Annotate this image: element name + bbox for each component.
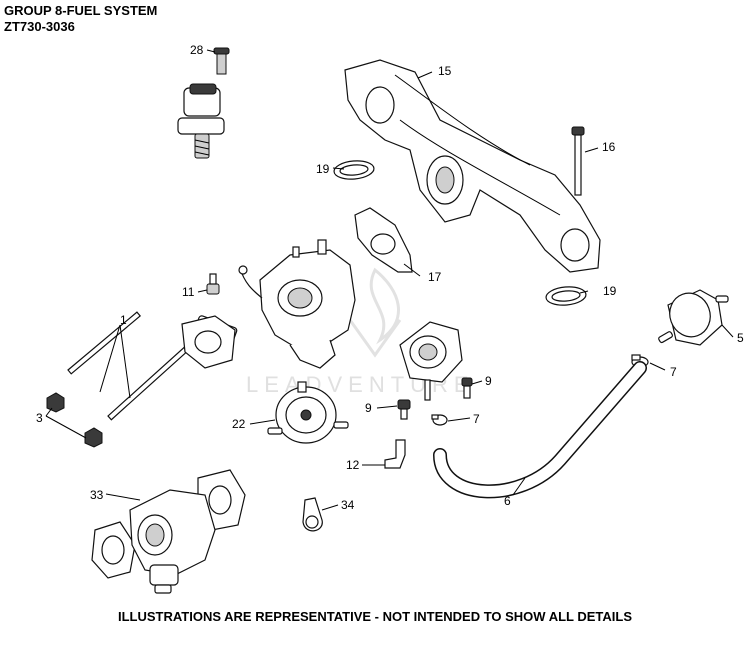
callout-16: 16 [602,140,616,154]
callout-6: 6 [504,494,511,508]
part-9-bolt-upper[interactable] [461,377,473,399]
part-17-gasket[interactable] [354,207,413,273]
part-33-carburetor-assembly[interactable] [91,469,246,594]
callout-19-lower: 19 [603,284,617,298]
callout-28: 28 [190,43,204,57]
part-11-fitting[interactable] [206,273,220,295]
carburetor-upper[interactable] [238,239,356,369]
part-16-manifold-bolt[interactable] [571,126,585,196]
part-28-air-valve[interactable] [177,47,230,159]
part-34-clip[interactable] [302,497,323,532]
part-15-intake-manifold[interactable] [344,59,601,273]
callout-34: 34 [341,498,355,512]
callout-12: 12 [346,458,360,472]
callout-15: 15 [438,64,452,78]
carburetor-flange-gasket[interactable] [181,315,236,369]
callout-5: 5 [737,331,744,345]
callout-19-upper: 19 [316,162,330,176]
part-9-bolt-lower[interactable] [397,399,411,420]
part-19-gasket-upper[interactable] [333,159,375,180]
part-3-nuts[interactable] [46,392,103,448]
part-22-fuel-pump[interactable] [267,381,349,444]
fuel-shutoff-bracket[interactable] [399,321,463,401]
callout-9-upper: 9 [485,374,492,388]
part-5-fuel-filter[interactable] [658,287,729,346]
callout-3: 3 [36,411,43,425]
callout-7-upper: 7 [670,365,677,379]
callout-33: 33 [90,488,104,502]
disclaimer-note: ILLUSTRATIONS ARE REPRESENTATIVE - NOT I… [118,609,632,624]
part-19-gasket-lower[interactable] [545,285,587,306]
part-6-fuel-hose[interactable] [433,361,647,499]
diagram-model-number: ZT730-3036 [4,19,75,34]
callout-22: 22 [232,417,246,431]
part-12-fitting[interactable] [384,439,406,469]
watermark: LEADVENTURE [246,267,469,397]
callout-17: 17 [428,270,442,284]
callout-7-lower: 7 [473,412,480,426]
callout-9-lower: 9 [365,401,372,415]
callout-11: 11 [182,285,195,299]
callout-labels: 28 15 16 19 17 19 11 1 3 5 7 9 9 7 12 22… [36,43,744,512]
callout-1: 1 [120,313,127,327]
part-7-clamp-lower[interactable] [431,414,448,426]
leader-lines [45,49,734,511]
diagram-group-title: GROUP 8-FUEL SYSTEM [4,3,158,18]
